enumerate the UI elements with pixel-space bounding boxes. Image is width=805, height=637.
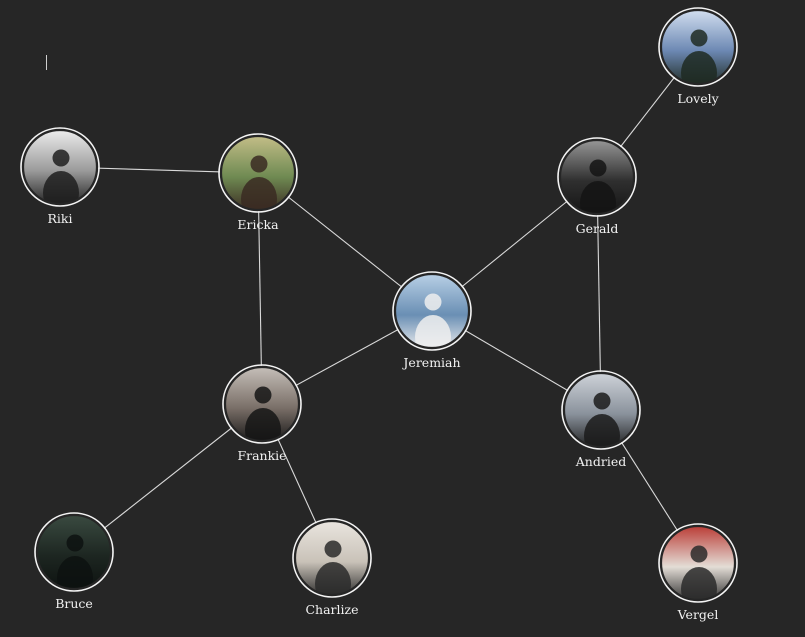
avatar-outer-ring (658, 523, 738, 603)
avatar-charlize (295, 521, 369, 595)
avatar-frankie (225, 367, 299, 441)
edge-frankie-bruce (73, 403, 263, 553)
node-label-bruce: Bruce (55, 596, 93, 611)
avatar-outer-ring (20, 127, 100, 207)
node-label-jeremiah: Jeremiah (401, 355, 460, 370)
node-label-frankie: Frankie (237, 448, 286, 463)
node-label-gerald: Gerald (576, 221, 619, 236)
node-bruce[interactable]: Bruce (34, 512, 114, 611)
node-jeremiah[interactable]: Jeremiah (392, 271, 472, 370)
node-riki[interactable]: Riki (20, 127, 100, 226)
node-label-vergel: Vergel (677, 607, 719, 622)
avatar-andried (564, 373, 638, 447)
avatar-inner-ring (35, 513, 113, 591)
avatar-jeremiah (395, 274, 469, 348)
node-label-ericka: Ericka (237, 217, 279, 232)
node-lovely[interactable]: Lovely (658, 7, 738, 106)
avatar-outer-ring (34, 512, 114, 592)
avatar-inner-ring (562, 371, 640, 449)
avatar-outer-ring (222, 364, 302, 444)
avatar-inner-ring (558, 138, 636, 216)
edges (59, 46, 699, 564)
node-label-riki: Riki (48, 211, 73, 226)
node-charlize[interactable]: Charlize (292, 518, 372, 617)
avatar-outer-ring (392, 271, 472, 351)
node-andried[interactable]: Andried (561, 370, 641, 469)
avatar-lovely (661, 10, 735, 84)
text-cursor (46, 55, 47, 70)
avatar-outer-ring (557, 137, 637, 217)
avatar-gerald (560, 140, 634, 214)
node-gerald[interactable]: Gerald (557, 137, 637, 236)
node-label-andried: Andried (575, 454, 626, 469)
avatar-riki (23, 130, 97, 204)
node-ericka[interactable]: Ericka (218, 133, 298, 232)
avatar-inner-ring (659, 8, 737, 86)
avatar-outer-ring (292, 518, 372, 598)
avatar-inner-ring (223, 365, 301, 443)
avatar-bruce (37, 515, 111, 589)
node-vergel[interactable]: Vergel (658, 523, 738, 622)
avatar-inner-ring (21, 128, 99, 206)
avatar-outer-ring (658, 7, 738, 87)
avatar-vergel (661, 526, 735, 600)
avatar-ericka (221, 136, 295, 210)
avatar-inner-ring (393, 272, 471, 350)
node-frankie[interactable]: Frankie (222, 364, 302, 463)
avatar-outer-ring (218, 133, 298, 213)
node-label-lovely: Lovely (677, 91, 719, 106)
avatar-inner-ring (219, 134, 297, 212)
node-label-charlize: Charlize (305, 602, 358, 617)
avatar-inner-ring (659, 524, 737, 602)
avatar-inner-ring (293, 519, 371, 597)
avatar-outer-ring (561, 370, 641, 450)
